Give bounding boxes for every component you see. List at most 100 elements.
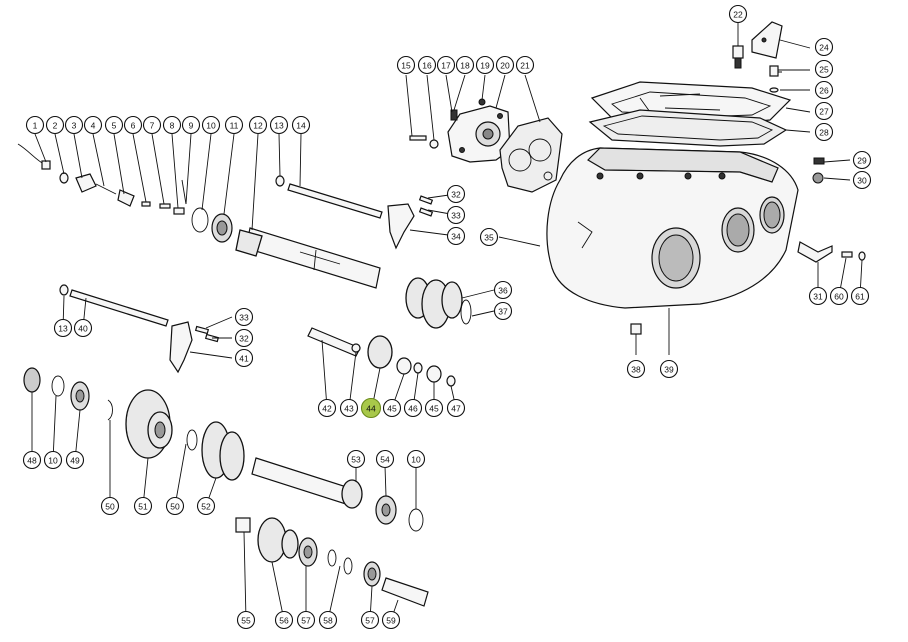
callout-circle (64, 115, 84, 135)
callout-circle (65, 450, 85, 470)
callout-13: 13 (53, 318, 73, 338)
callout-55: 55 (236, 610, 256, 630)
callout-43: 43 (339, 398, 359, 418)
callout-label: 21 (520, 61, 530, 71)
callout-circle (659, 359, 679, 379)
callout-circle (852, 150, 872, 170)
callout-label: 13 (274, 121, 284, 131)
callout-circle (446, 226, 466, 246)
callout-circle (234, 307, 254, 327)
callout-60: 60 (829, 286, 849, 306)
callout-circle (83, 115, 103, 135)
shift-rod-upper (275, 175, 434, 250)
callout-circle (406, 449, 426, 469)
callout-label: 54 (380, 455, 390, 465)
callout-53: 53 (346, 449, 366, 469)
callout-51: 51 (133, 496, 153, 516)
callout-5: 5 (104, 115, 124, 135)
callout-circle (808, 286, 828, 306)
bearing-set-48-49 (23, 367, 113, 421)
callout-circle (165, 496, 185, 516)
callout-6: 6 (123, 115, 143, 135)
callout-circle (224, 115, 244, 135)
callout-circle (162, 115, 182, 135)
callout-label: 61 (855, 292, 865, 302)
callout-58: 58 (318, 610, 338, 630)
callout-circle (814, 122, 834, 142)
callout-circle (346, 449, 366, 469)
callout-label: 58 (323, 616, 333, 626)
gear-51 (125, 389, 173, 459)
callout-circle (829, 286, 849, 306)
callout-10: 10 (406, 449, 426, 469)
callout-10: 10 (43, 450, 63, 470)
callout-circle (133, 496, 153, 516)
callout-label: 56 (279, 616, 289, 626)
callout-39: 39 (659, 359, 679, 379)
rear-cover (409, 98, 563, 193)
callout-circle (436, 55, 456, 75)
callout-circle (73, 318, 93, 338)
callout-label: 57 (365, 616, 375, 626)
spring-plug (812, 157, 825, 184)
callout-label: 33 (239, 313, 249, 323)
callout-circle (296, 610, 316, 630)
callout-label: 6 (131, 121, 136, 131)
callout-label: 33 (451, 211, 461, 221)
callout-label: 3 (72, 121, 77, 131)
callout-circle (43, 450, 63, 470)
callout-label: 18 (460, 61, 470, 71)
callout-label: 50 (105, 502, 115, 512)
callout-24: 24 (814, 37, 834, 57)
callout-35: 35 (479, 227, 499, 247)
callout-11: 11 (224, 115, 244, 135)
callout-circle (493, 301, 513, 321)
callout-27: 27 (814, 101, 834, 121)
callout-circle (479, 227, 499, 247)
callout-circle (495, 55, 515, 75)
callout-circle (417, 55, 437, 75)
callout-label: 25 (819, 65, 829, 75)
callout-label: 1 (33, 121, 38, 131)
callout-circle (269, 115, 289, 135)
callout-label: 40 (78, 324, 88, 334)
callout-49: 49 (65, 450, 85, 470)
cover-gasket (588, 109, 788, 147)
callout-circle (360, 397, 382, 419)
leader-lines (31, 22, 863, 621)
callout-circle (446, 205, 466, 225)
callout-circle (274, 610, 294, 630)
callout-21: 21 (515, 55, 535, 75)
callout-label: 5 (112, 121, 117, 131)
callout-label: 42 (322, 404, 332, 414)
callout-42: 42 (317, 398, 337, 418)
callout-54: 54 (375, 449, 395, 469)
callout-circle (446, 184, 466, 204)
callout-circle (291, 115, 311, 135)
callout-circle (339, 398, 359, 418)
callout-circle (375, 449, 395, 469)
callout-46: 46 (403, 398, 423, 418)
shift-rod-lower (59, 284, 220, 374)
callout-57: 57 (296, 610, 316, 630)
callout-label: 38 (631, 365, 641, 375)
callout-label: 52 (201, 502, 211, 512)
callout-circle (814, 37, 834, 57)
callout-label: 46 (408, 404, 418, 414)
callout-label: 13 (58, 324, 68, 334)
callout-label: 60 (834, 292, 844, 302)
callout-59: 59 (381, 610, 401, 630)
callout-circle (100, 496, 120, 516)
callout-label: 39 (664, 365, 674, 375)
callout-45: 45 (424, 398, 444, 418)
callout-circle (53, 318, 73, 338)
callout-10: 10 (201, 115, 221, 135)
callout-circle (22, 450, 42, 470)
callout-48: 48 (22, 450, 42, 470)
callout-circle (475, 55, 495, 75)
callout-label: 36 (498, 286, 508, 296)
callout-circle (123, 115, 143, 135)
callout-12: 12 (248, 115, 268, 135)
callout-52: 52 (196, 496, 216, 516)
callout-label: 4 (91, 121, 96, 131)
